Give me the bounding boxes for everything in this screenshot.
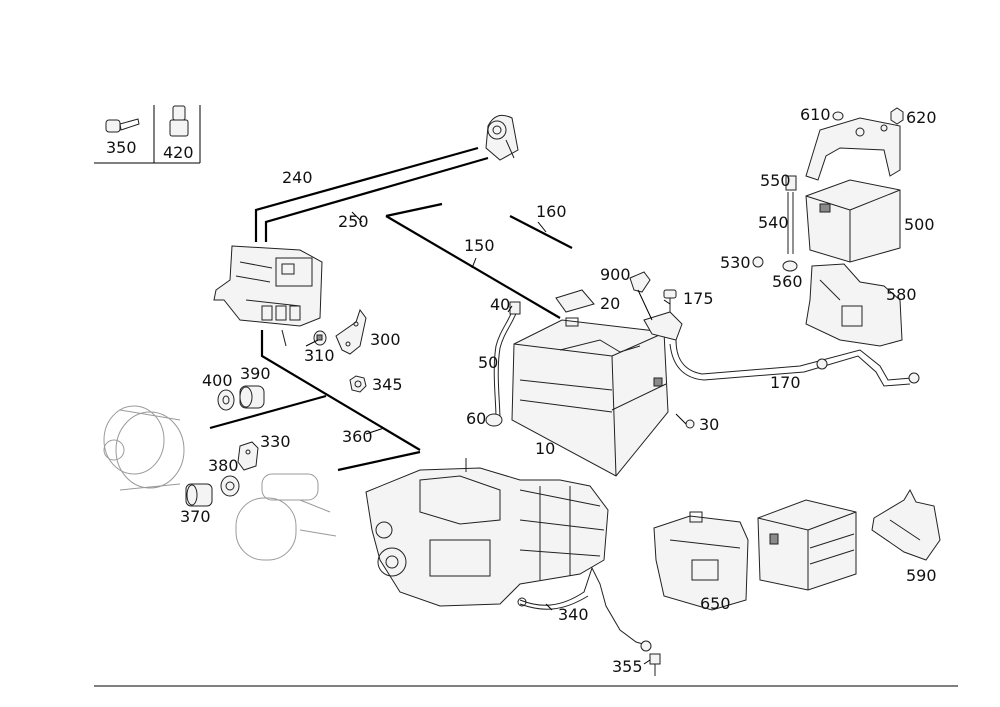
callout-60: 60: [466, 409, 486, 428]
bushing-380-drawing: [220, 475, 240, 497]
bolt-175-drawing: [663, 289, 677, 312]
grommet-530-drawing: [752, 256, 764, 268]
nut-620-drawing: [890, 107, 904, 125]
callout-240: 240: [282, 168, 313, 187]
callout-390: 390: [240, 364, 271, 383]
callout-340: 340: [558, 605, 589, 624]
screw-310-drawing: [313, 330, 327, 346]
nut-420-drawing: [169, 105, 189, 137]
callout-530: 530: [720, 253, 751, 272]
callout-620: 620: [906, 108, 937, 127]
bushing-390-drawing: [239, 385, 265, 409]
callout-175: 175: [683, 289, 714, 308]
callout-420: 420: [163, 143, 194, 162]
battery-cable-170-drawing: [669, 339, 920, 387]
screw-30-drawing: [685, 419, 695, 429]
vent-hose-drawing: [485, 301, 521, 427]
callout-370: 370: [180, 507, 211, 526]
callout-355: 355: [612, 657, 643, 676]
callout-350: 350: [106, 138, 137, 157]
callout-170: 170: [770, 373, 801, 392]
callout-360: 360: [342, 427, 373, 446]
callout-330: 330: [260, 432, 291, 451]
small-parts-legend: [94, 105, 201, 164]
sensor-900-drawing: [629, 271, 651, 293]
callout-40: 40: [490, 295, 510, 314]
callout-50: 50: [478, 353, 498, 372]
pointer-lines: [305, 211, 687, 665]
callout-400: 400: [202, 371, 233, 390]
callout-610: 610: [800, 105, 831, 124]
callout-160: 160: [536, 202, 567, 221]
control-module-drawing: [213, 245, 323, 347]
bolt-355-drawing: [649, 653, 661, 676]
starter-drawing: [235, 473, 337, 561]
callout-650: 650: [700, 594, 731, 613]
callout-345: 345: [372, 375, 403, 394]
battery-box-drawing: [757, 499, 857, 591]
hose-540-drawing: [785, 175, 797, 254]
callout-20: 20: [600, 294, 620, 313]
callout-250: 250: [338, 212, 369, 231]
terminal-clamp-drawing: [643, 311, 683, 341]
callout-590: 590: [906, 566, 937, 585]
bushing-370-drawing: [185, 483, 213, 507]
leader-lines: [209, 146, 573, 472]
bracket-300-drawing: [335, 308, 367, 355]
engine-transmission-drawing: [365, 458, 609, 607]
callout-380: 380: [208, 456, 239, 475]
callout-150: 150: [464, 236, 495, 255]
terminal-cover-20-drawing: [555, 289, 595, 313]
callout-310: 310: [304, 346, 335, 365]
callout-580: 580: [886, 285, 917, 304]
nut-345-drawing: [349, 375, 367, 393]
callout-300: 300: [370, 330, 401, 349]
callout-900: 900: [600, 265, 631, 284]
cover-590-drawing: [871, 488, 941, 561]
callout-550: 550: [760, 171, 791, 190]
sensor-drawing: [485, 114, 519, 161]
bushing-400-drawing: [217, 389, 235, 411]
grommet-560-drawing: [782, 260, 798, 272]
ground-cable-340-drawing: [517, 566, 652, 652]
battery-drawing: [511, 317, 669, 477]
bolt-350-drawing: [105, 118, 140, 133]
callout-540: 540: [758, 213, 789, 232]
bracket-610-drawing: [805, 117, 901, 181]
bracket-330-drawing: [237, 441, 259, 471]
callout-560: 560: [772, 272, 803, 291]
tray-580-drawing: [805, 263, 903, 347]
auxiliary-battery-500-drawing: [805, 179, 901, 263]
nut-610-drawing: [832, 111, 844, 121]
callout-30: 30: [699, 415, 719, 434]
alternator-drawing: [103, 405, 185, 491]
callout-500: 500: [904, 215, 935, 234]
tray-650-drawing: [653, 511, 749, 611]
callout-labels: 350 420 240 250 160 150 900 20 175 40 50…: [106, 105, 937, 676]
callout-10: 10: [535, 439, 555, 458]
